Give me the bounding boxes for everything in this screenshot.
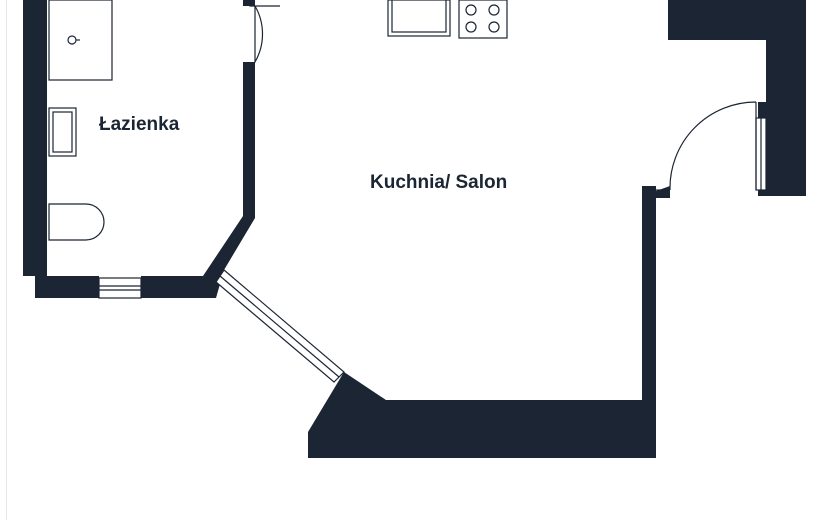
wall-right-lower [642, 186, 656, 458]
door-swing-bathroom [254, 5, 264, 65]
page-edge-line [6, 0, 7, 520]
wall-bottom-main [308, 186, 670, 458]
door-swing-entrance [669, 101, 757, 191]
room-label-kitchen-living: Kuchnia/ Salon [370, 172, 508, 193]
wall-top-stub [243, 0, 255, 6]
cooktop [458, 0, 508, 39]
window-bath [98, 277, 142, 299]
wall-left [23, 0, 47, 276]
walls [23, 0, 806, 458]
doors [249, 0, 757, 191]
wall-bath-bottom-right [141, 62, 255, 298]
toilet [48, 203, 105, 241]
wall-bath-bottom-left [35, 276, 99, 298]
room-label-bathroom: Łazienka [99, 114, 180, 135]
fixtures [48, 0, 508, 241]
shower-tray [48, 0, 113, 81]
windows [98, 117, 767, 383]
wall-top-right [668, 0, 806, 196]
